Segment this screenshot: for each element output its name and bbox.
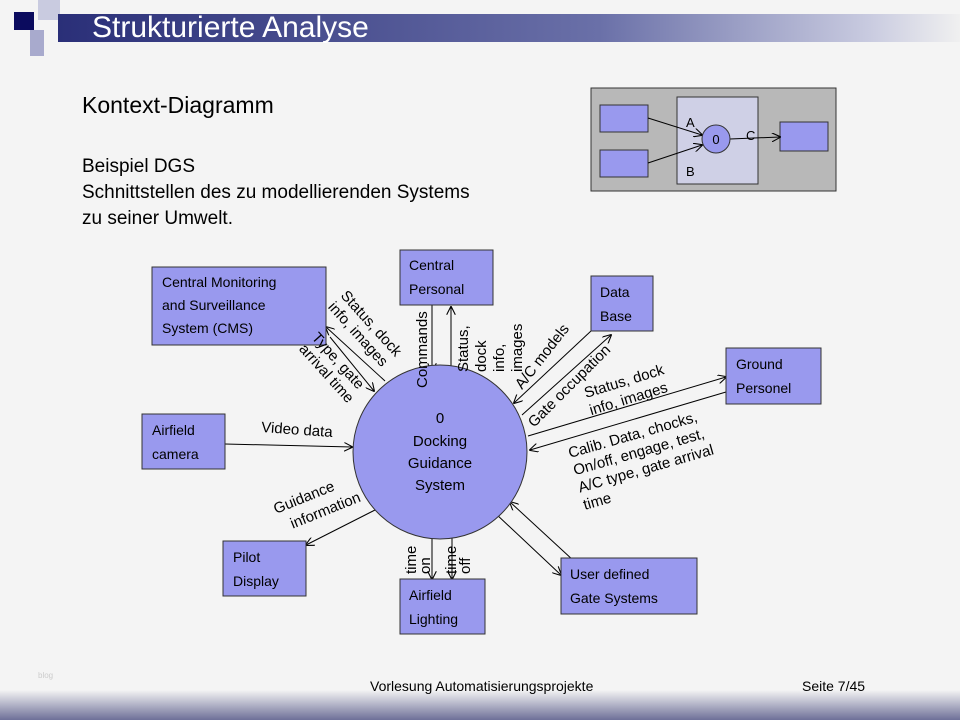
footer-page-number: Seite 7/45 xyxy=(802,678,866,694)
entity-ground-personel: Ground Personel xyxy=(725,347,822,405)
body-line: Schnittstellen des zu modellierenden Sys… xyxy=(82,182,470,203)
svg-text:B: B xyxy=(686,164,695,179)
svg-text:0: 0 xyxy=(436,410,444,427)
entity-airfield-camera: Airfield camera xyxy=(141,413,226,470)
svg-text:Personel: Personel xyxy=(736,380,791,396)
svg-text:time: time xyxy=(443,546,460,574)
entity-data-base: Data Base xyxy=(590,275,654,332)
svg-text:Video data: Video data xyxy=(261,419,334,441)
svg-text:info,: info, xyxy=(491,344,508,372)
svg-text:A: A xyxy=(686,115,695,130)
body-line: Beispiel DGS xyxy=(82,156,195,177)
entity-pilot-display: Pilot Display xyxy=(222,540,307,597)
svg-text:time: time xyxy=(403,546,420,574)
svg-text:Status,: Status, xyxy=(455,325,472,372)
svg-text:Guidance: Guidance xyxy=(408,455,472,472)
slide-title: Strukturierte Analyse xyxy=(92,11,369,44)
svg-text:Docking: Docking xyxy=(413,433,467,450)
logo-square xyxy=(14,12,34,30)
svg-text:User defined: User defined xyxy=(570,566,649,582)
inset-process xyxy=(701,124,731,154)
slide-body: Beispiel DGS Schnittstellen des zu model… xyxy=(82,154,470,232)
svg-text:off: off xyxy=(457,557,474,574)
svg-text:camera: camera xyxy=(152,446,199,462)
slide-heading: Kontext-Diagramm xyxy=(82,92,274,118)
svg-text:Base: Base xyxy=(600,308,632,324)
svg-text:and Surveillance: and Surveillance xyxy=(162,297,266,313)
svg-text:Data: Data xyxy=(600,284,630,300)
svg-text:on: on xyxy=(417,557,434,574)
svg-text:C: C xyxy=(746,128,755,143)
svg-text:Central Monitoring: Central Monitoring xyxy=(162,274,276,290)
entity-central-personal: Central Personal xyxy=(399,249,494,306)
svg-text:Airfield: Airfield xyxy=(409,587,452,603)
entity-airfield-lighting: Airfield Lighting xyxy=(399,578,486,635)
svg-text:dock: dock xyxy=(473,340,490,372)
inset-source-a xyxy=(599,104,649,133)
inset-source-b xyxy=(599,149,649,178)
body-line: zu seiner Umwelt. xyxy=(82,208,233,229)
svg-text:System (CMS): System (CMS) xyxy=(162,320,253,336)
svg-text:Pilot: Pilot xyxy=(233,549,260,565)
logo-square xyxy=(30,30,44,56)
footer-course: Vorlesung Automatisierungsprojekte xyxy=(370,678,594,694)
logo-square xyxy=(38,0,60,20)
svg-text:Display: Display xyxy=(233,573,279,589)
svg-text:0: 0 xyxy=(712,132,719,147)
inset-diagram: 0 A B C xyxy=(590,87,837,192)
process-docking-guidance-system: 0 Docking Guidance System xyxy=(352,364,528,540)
inset-sink-c xyxy=(779,121,829,152)
title-bar xyxy=(58,14,960,42)
entity-cms: Central Monitoring and Surveillance Syst… xyxy=(151,266,327,346)
svg-text:Gate Systems: Gate Systems xyxy=(570,590,658,606)
svg-text:Personal: Personal xyxy=(409,281,464,297)
svg-text:System: System xyxy=(415,477,465,494)
svg-text:Airfield: Airfield xyxy=(152,422,195,438)
watermark: blog xyxy=(38,671,54,680)
svg-text:Lighting: Lighting xyxy=(409,611,458,627)
svg-text:Central: Central xyxy=(409,257,454,273)
footer-bar xyxy=(0,690,960,720)
svg-text:images: images xyxy=(509,324,526,372)
svg-text:Commands: Commands xyxy=(414,311,431,388)
svg-text:Ground: Ground xyxy=(736,356,783,372)
entity-user-defined-gate-systems: User defined Gate Systems xyxy=(560,557,698,615)
